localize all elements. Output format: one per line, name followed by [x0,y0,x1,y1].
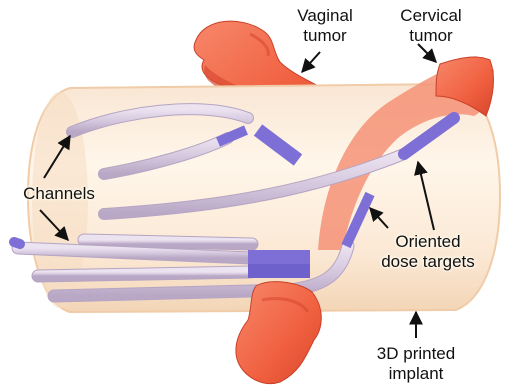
arrow-vaginal-tumor [302,52,320,72]
channels-label: Channels [14,184,104,204]
cervical-tumor-label-line2: tumor [390,26,472,46]
dose-targets-label-line1: Oriented [368,232,488,252]
arrow-cervical-tumor [418,44,436,62]
cervical-tumor-label: Cervical tumor [390,6,472,46]
dose-targets-label-line2: dose targets [368,252,488,272]
vaginal-tumor-label-line1: Vaginal [286,6,364,26]
vaginal-tumor-label-line2: tumor [286,26,364,46]
dose-targets-label: Oriented dose targets [368,232,488,272]
vaginal-tumor-label: Vaginal tumor [286,6,364,46]
implant-label-line1: 3D printed [366,344,466,364]
implant-label: 3D printed implant [366,344,466,384]
channels-label-text: Channels [14,184,104,204]
implant-label-line2: implant [366,364,466,384]
cervical-tumor-label-line1: Cervical [390,6,472,26]
